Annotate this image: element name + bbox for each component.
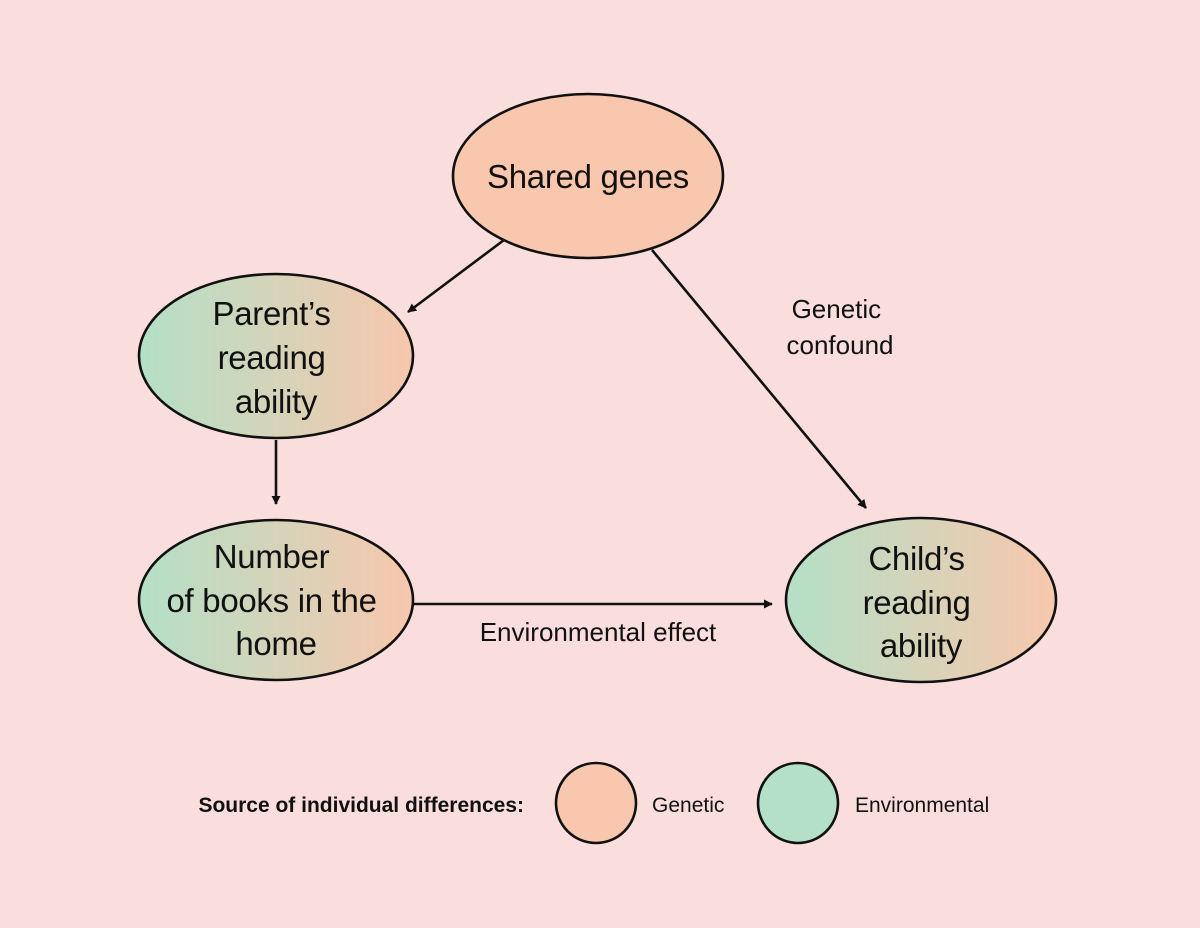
node-shared-genes-shape	[451, 92, 725, 260]
arrow-genes-to-child	[650, 249, 868, 509]
node-shared-genes: Shared genes	[451, 92, 725, 260]
node-parent-reading-shape	[137, 272, 415, 440]
legend-title: Source of individual differences:	[198, 794, 524, 817]
node-shared-genes-label: Shared genes	[487, 158, 689, 195]
node-parent-reading-label: Parent’s reading ability	[213, 295, 340, 420]
edges	[271, 238, 868, 609]
node-books-home: Number of books in the home	[137, 518, 415, 682]
node-child-reading-shape	[784, 516, 1058, 684]
node-child-reading: Child’s reading ability	[784, 516, 1058, 684]
arrow-genes-to-parent	[407, 238, 505, 314]
node-child-reading-label: Child’s reading ability	[863, 540, 980, 664]
node-books-home-label: Number of books in the home	[166, 538, 385, 662]
legend-genetic-label: Genetic	[652, 794, 724, 817]
legend-environmental-swatch	[756, 761, 840, 845]
edge-label-genetic-confound: Genetic confound	[787, 294, 894, 360]
node-parent-reading: Parent’s reading ability	[137, 272, 415, 440]
legend-genetic-swatch	[554, 761, 638, 845]
legend-environmental-label: Environmental	[855, 794, 989, 817]
node-books-home-shape	[137, 518, 415, 682]
legend: Source of individual differences: Geneti…	[198, 761, 989, 845]
edge-label-environmental-effect: Environmental effect	[480, 617, 717, 647]
